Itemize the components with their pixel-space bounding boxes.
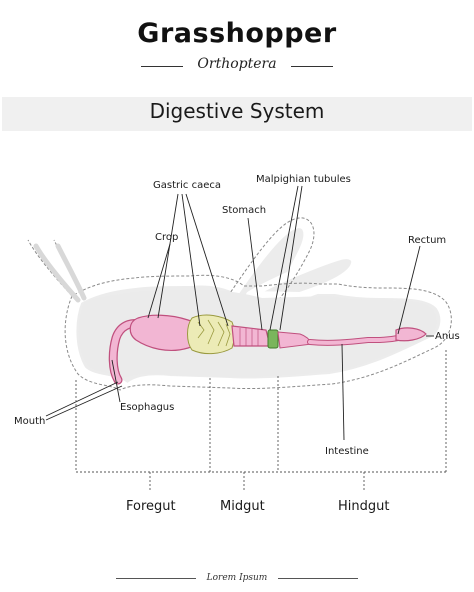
- footer-text: Lorem Ipsum: [206, 573, 268, 583]
- rectum-organ: [395, 327, 427, 342]
- diagram-subtitle: Orthoptera: [197, 56, 277, 72]
- crop-organ: [129, 314, 201, 352]
- label-rectum: Rectum: [408, 235, 447, 246]
- section-foregut: Foregut: [126, 499, 176, 514]
- label-malpighian-tubules: Malpighian tubules: [256, 174, 351, 185]
- section-midgut: Midgut: [220, 499, 265, 514]
- label-anus: Anus: [435, 331, 460, 342]
- subtitle-rule-left: [141, 66, 183, 67]
- section-hindgut: Hindgut: [338, 499, 390, 514]
- label-crop: Crop: [155, 232, 179, 243]
- label-stomach: Stomach: [222, 205, 267, 216]
- pyloric-band: [267, 329, 279, 349]
- footer-rule-right: [278, 578, 358, 579]
- section-banner: [2, 97, 472, 131]
- subtitle-rule-right: [291, 66, 333, 67]
- label-mouth: Mouth: [14, 416, 46, 427]
- label-esophagus: Esophagus: [120, 402, 175, 413]
- diagram-title: Grasshopper: [137, 18, 337, 49]
- label-gastric-caeca: Gastric caeca: [153, 180, 221, 191]
- banner-title: Digestive System: [149, 99, 325, 123]
- digestive-tract: [108, 314, 427, 385]
- leader-lines: [45, 185, 434, 441]
- footer-rule-left: [116, 578, 196, 579]
- label-intestine: Intestine: [325, 446, 369, 457]
- section-brackets: [75, 350, 447, 490]
